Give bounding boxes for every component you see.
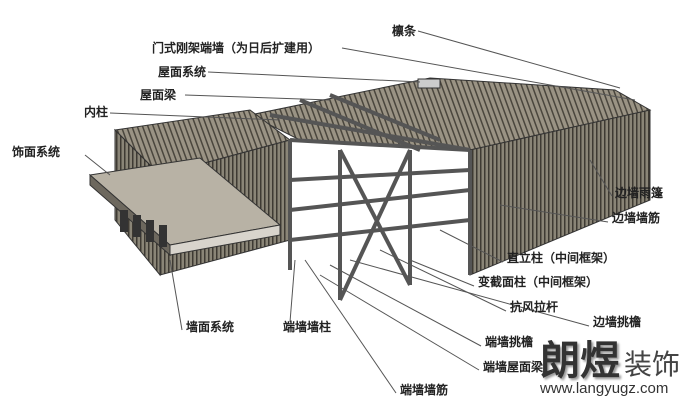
label-roof-system: 屋面系统: [158, 65, 207, 79]
label-end-wall-eave: 端墙挑檐: [485, 335, 534, 349]
label-side-wall-eave: 边墙挑檐: [593, 315, 642, 329]
leader-lines: [84, 30, 636, 394]
watermark-url: www.langyugz.com: [540, 380, 669, 397]
label-wind-brace: 抗风拉杆: [510, 300, 559, 314]
steel-frame: [269, 93, 472, 301]
label-straight-column: 直立柱（中间框架）: [507, 251, 616, 265]
label-wall-system: 墙面系统: [186, 320, 235, 334]
label-end-wall-girt: 端墙墙筋: [400, 383, 449, 397]
watermark-brand-big: 朗煜: [540, 338, 620, 384]
watermark-logo: 朗煜装饰: [540, 328, 680, 386]
label-side-wall-girt: 边墙墙筋: [612, 211, 661, 225]
roof-vent: [417, 78, 441, 89]
watermark-brand-small: 装饰: [624, 348, 681, 381]
label-portal-end-wall: 门式刚架端墙（为日后扩建用）: [152, 41, 321, 55]
label-purlin: 檩条: [392, 24, 417, 38]
label-inner-column: 内柱: [84, 105, 109, 119]
label-end-wall-column: 端墙墙柱: [283, 320, 332, 334]
label-tapered-column: 变截面柱（中间框架）: [478, 275, 599, 289]
windows: [120, 210, 167, 247]
label-roof-beam: 屋面梁: [140, 88, 177, 102]
label-end-wall-roof-beam: 端墙屋面梁: [483, 360, 544, 374]
label-side-wall-canopy: 边墙雨篷: [615, 186, 664, 200]
label-facade-system: 饰面系统: [12, 145, 61, 159]
